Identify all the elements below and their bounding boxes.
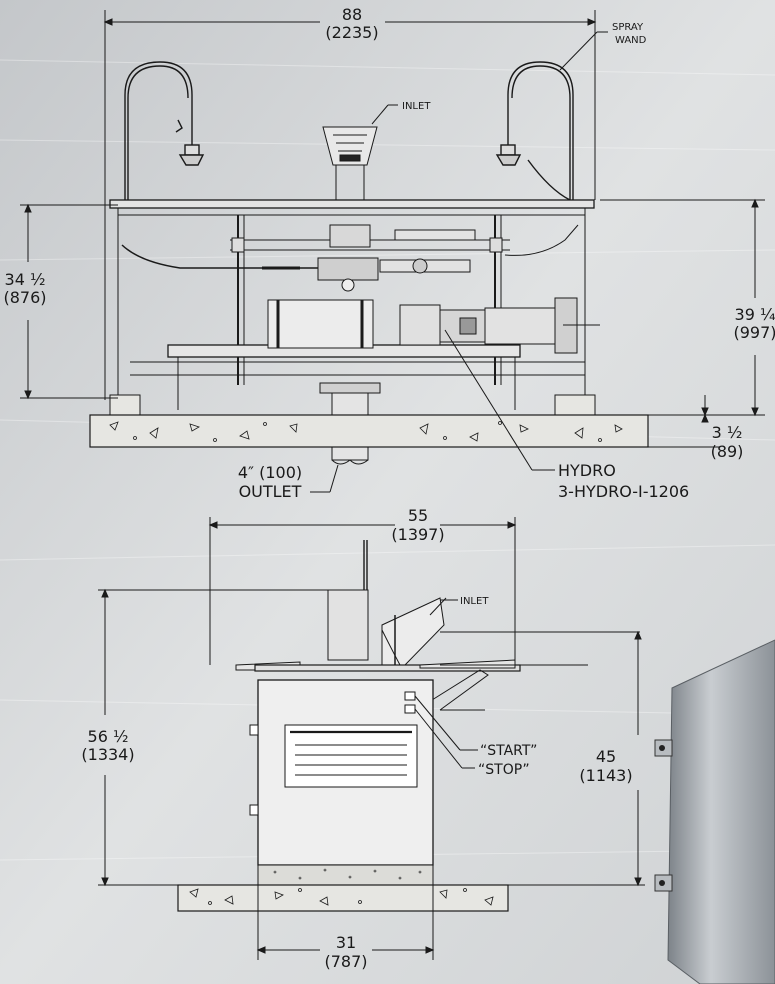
motor — [399, 304, 441, 346]
mixing-chamber — [267, 299, 374, 349]
spray-wand-label-1: SPRAY — [612, 22, 644, 33]
stop-label: “STOP” — [478, 762, 530, 778]
front-right-height-mm: (997) — [733, 323, 775, 342]
tank-top-rim — [109, 199, 595, 209]
front-width-mm: (2235) — [325, 23, 378, 42]
start-label: “START” — [480, 743, 537, 759]
front-right-height-in: 39 ¼ — [735, 305, 775, 324]
side-base-width-in: 31 — [336, 933, 356, 952]
front-left-height-mm: (876) — [3, 288, 46, 307]
front-base-height-mm: (89) — [711, 442, 744, 461]
side-width-mm: (1397) — [391, 525, 444, 544]
side-view: 55 (1397) INLET — [81, 506, 645, 971]
side-width-in: 55 — [408, 506, 428, 525]
side-base-width-mm: (787) — [324, 952, 367, 971]
side-height-in: 56 ½ — [88, 727, 129, 746]
side-concrete-slab — [177, 884, 509, 912]
side-height-mm: (1334) — [81, 745, 134, 764]
front-concrete-slab — [89, 414, 649, 448]
start-button-graphic — [404, 691, 416, 701]
stainless-panel — [667, 639, 775, 984]
control-panel-box — [284, 724, 418, 788]
outlet-label-2: OUTLET — [239, 482, 302, 501]
front-inlet-label: INLET — [402, 101, 431, 112]
side-inlet-height-in: 45 — [596, 747, 616, 766]
pump-body — [329, 224, 371, 248]
front-left-height-in: 34 ½ — [5, 270, 46, 289]
side-inlet-label: INLET — [460, 596, 489, 607]
spray-wand-right — [495, 61, 574, 205]
stop-button-graphic — [404, 704, 416, 714]
hydro-label-1: HYDRO — [558, 461, 616, 480]
side-inlet-height-mm: (1143) — [579, 766, 632, 785]
spray-wand-left — [124, 61, 205, 205]
spray-wand-label-2: WAND — [615, 35, 647, 46]
hydro-label-2: 3-HYDRO-I-1206 — [558, 482, 689, 501]
inlet-hopper — [322, 126, 378, 205]
front-width-in: 88 — [342, 5, 362, 24]
front-view: 88 (2235) SPRAY WAND — [3, 5, 775, 501]
outlet-label-1: 4″ (100) — [238, 463, 302, 482]
front-base-height-in: 3 ½ — [712, 423, 743, 442]
